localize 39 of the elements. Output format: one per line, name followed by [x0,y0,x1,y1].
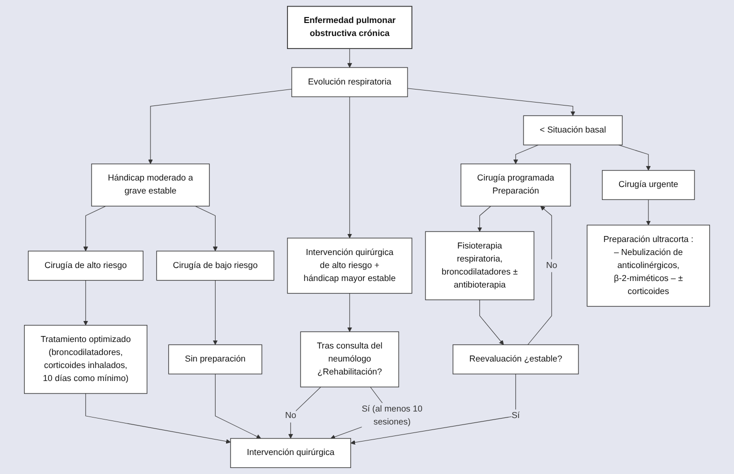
node-box: Enfermedad pulmonar obstructiva crónica [287,6,412,49]
arrow [85,393,231,444]
node-box: Cirugía programada Preparación [460,164,571,206]
arrow [347,48,352,68]
edge-label: No [285,411,296,420]
node-box: Sin preparación [168,344,262,374]
node-box: Fisioterapia respiratoria, broncodilatadores ± antibioterapia [425,231,534,300]
node-box: Cirugía de bajo riesgo [156,250,274,281]
arrow [214,374,262,439]
arrow [528,206,552,346]
node-box: Cirugía de alto riesgo [28,250,144,281]
arrow [347,293,352,332]
arrow [194,206,218,252]
arrow [288,386,322,439]
arrow [479,300,504,345]
arrow [347,96,352,238]
node-box: Preparación ultracorta : – Nebulización de anticolinérgicos, β-2-miméticos – ± corticoides [586,224,710,307]
arrow [477,206,492,232]
arrow [148,88,292,164]
arrow [646,199,651,226]
node-box: Tratamiento optimizado (broncodilatadores, corticoides inhalados, 10 días como mínimo) [24,324,148,394]
arrow [407,88,576,116]
node-box: Intervención quirúrgica [230,438,352,468]
node-box: Reevaluación ¿estable? [452,344,579,374]
arrow [513,144,538,164]
node-box: Cirugía urgente [602,170,695,200]
node-box: < Situación basal [523,115,623,146]
arrow [350,374,516,445]
node-box: Evolución respiratoria [291,67,408,98]
edge-label: Sí [512,411,520,420]
edge-label: Sí (al menos 10 sesiones) [362,404,422,427]
arrow [618,144,651,171]
node-box: Intervención quirúrgica de alto riesgo + hándicap mayor estable [287,238,412,294]
arrow [83,206,106,252]
arrow [83,280,88,326]
node-box: Hándicap moderado a grave estable [91,164,210,206]
edge-label: No [546,260,558,270]
node-box: Tras consulta del neumólogo ¿Rehabilitación? [300,331,400,388]
arrow [212,280,218,345]
